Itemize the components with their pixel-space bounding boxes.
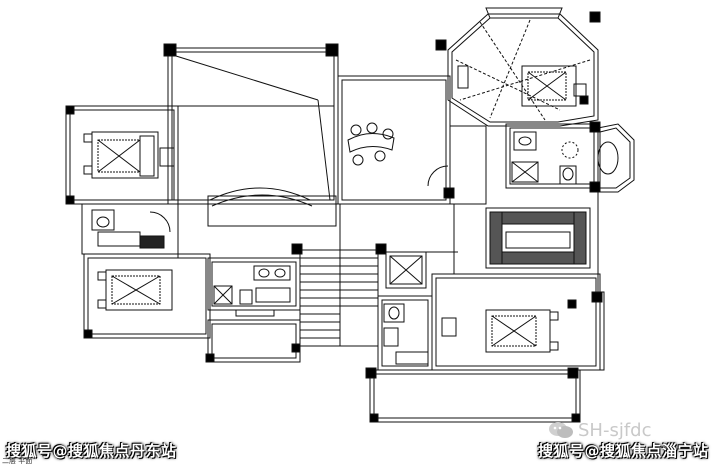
armchair bbox=[441, 317, 457, 337]
staircase bbox=[291, 243, 387, 347]
corner-caption: 二层 平面 bbox=[2, 457, 33, 465]
toilet-icon bbox=[239, 289, 253, 305]
bathtub-icon bbox=[597, 141, 619, 175]
bathtub-icon bbox=[395, 351, 429, 365]
sink-icon bbox=[513, 131, 537, 151]
bathtub-icon bbox=[97, 231, 141, 247]
left-bathroom bbox=[81, 203, 179, 255]
shower bbox=[213, 285, 233, 305]
wechat-icon bbox=[548, 420, 574, 444]
bed-icon bbox=[521, 65, 577, 107]
right-master-bathroom bbox=[505, 123, 599, 189]
right-bathroom-lower bbox=[377, 295, 433, 371]
lower-terrace bbox=[365, 367, 581, 423]
right-bedroom-lower bbox=[431, 273, 603, 371]
table-chairs-icon bbox=[347, 122, 395, 166]
sink-icon bbox=[383, 327, 399, 347]
octagon-master-bedroom bbox=[435, 7, 601, 127]
corridor-arch bbox=[207, 187, 337, 227]
sink-icon bbox=[253, 265, 291, 281]
armchair bbox=[457, 65, 469, 89]
watermark-right: 搜狐号@搜狐焦点淄宁站 bbox=[538, 442, 709, 460]
bathtub-icon bbox=[255, 287, 291, 303]
study-room bbox=[337, 75, 455, 205]
watermark-account-id: SH-sjfdc bbox=[578, 420, 652, 441]
toilet-icon bbox=[559, 165, 577, 185]
center-bathroom bbox=[207, 257, 301, 317]
elevator bbox=[385, 251, 427, 289]
toilet-icon bbox=[91, 209, 115, 231]
bed-icon bbox=[83, 131, 159, 179]
bed-icon bbox=[97, 269, 173, 311]
watermark-left: 搜狐号@搜狐焦点丹东站 bbox=[6, 442, 177, 460]
bed-icon bbox=[485, 309, 559, 353]
left-bedroom-lower bbox=[83, 253, 211, 339]
toilet-icon bbox=[383, 303, 405, 323]
armchair bbox=[159, 147, 175, 167]
bay-window-bath bbox=[589, 121, 635, 193]
front-balcony bbox=[205, 319, 301, 363]
central-void bbox=[163, 43, 339, 205]
left-bedroom-upper bbox=[65, 105, 179, 205]
walk-in-closet bbox=[485, 207, 591, 269]
shower bbox=[511, 161, 539, 183]
